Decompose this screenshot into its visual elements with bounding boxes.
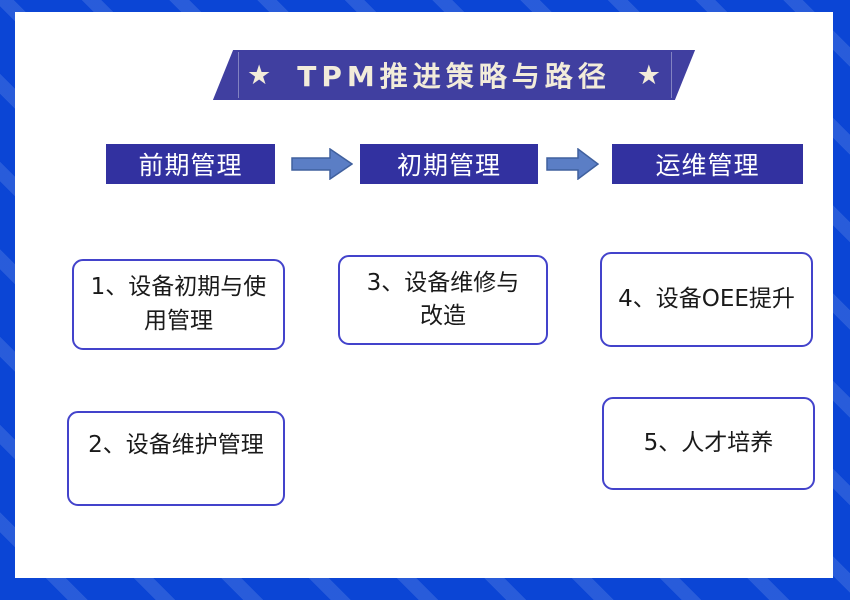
page-title: TPM推进策略与路径 [297,60,611,93]
stage-label: 初期管理 [396,151,501,180]
stage-header-initial: 初期管理 [360,144,538,184]
content-panel: ★ TPM推进策略与路径 ★ 前期管理 初期管理 运维管理 1、设备初期与使 用… [15,12,833,578]
star-icon: ★ [247,59,272,91]
item-box-5: 5、人才培养 [602,397,815,490]
banner-divider-left [238,52,239,98]
banner-divider-right [671,52,672,98]
item-box-1: 1、设备初期与使 用管理 [72,259,285,350]
arrow-right-icon [291,148,353,180]
arrow-right-icon [546,148,599,180]
star-icon: ★ [636,59,661,91]
item-box-2: 2、设备维护管理 [67,411,285,506]
stage-header-preliminary: 前期管理 [106,144,275,184]
item-box-4: 4、设备OEE提升 [600,252,813,347]
stage-header-operations: 运维管理 [612,144,803,184]
title-banner-content: ★ TPM推进策略与路径 ★ [223,50,685,100]
item-box-3: 3、设备维修与 改造 [338,255,548,345]
stage-label: 前期管理 [138,151,243,180]
title-banner: ★ TPM推进策略与路径 ★ [212,50,696,100]
stage-label: 运维管理 [655,151,760,180]
